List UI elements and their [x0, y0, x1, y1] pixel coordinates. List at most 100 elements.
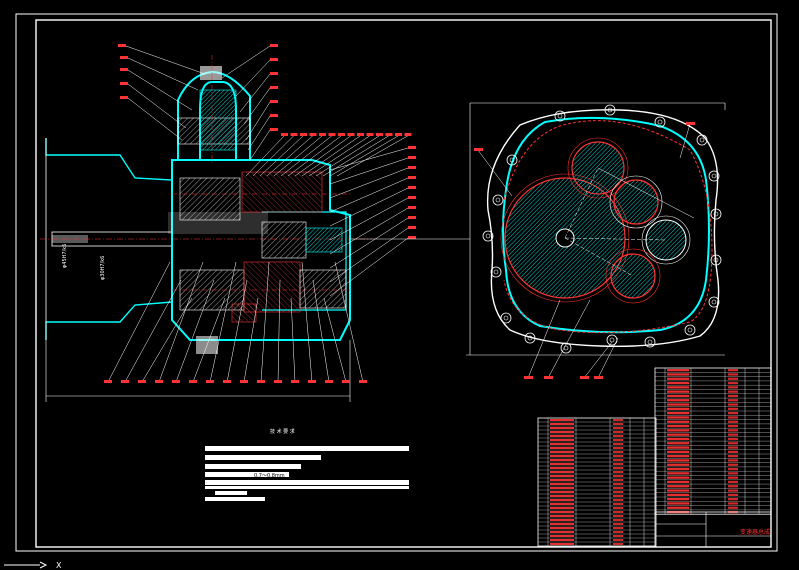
table-cell-text [728, 369, 738, 372]
leader-line [323, 297, 347, 383]
part-number-tag [291, 380, 299, 383]
leader-line [127, 83, 187, 129]
table-cell-text [728, 506, 738, 509]
table-cell-text [613, 463, 623, 465]
part-number-tag [118, 44, 126, 47]
table-cell-text [728, 472, 738, 475]
part-number-tag [257, 380, 265, 383]
part-number-tag [376, 133, 383, 136]
table-cell-text [728, 424, 738, 428]
bolt-lug [492, 194, 504, 206]
table-cell-text [728, 412, 738, 415]
table-cell-text [550, 527, 574, 529]
leader-line [158, 261, 204, 383]
table-cell-text [667, 424, 689, 428]
bolt-lug [524, 332, 536, 344]
table-cell-text [667, 369, 689, 372]
table-cell-text [667, 403, 689, 406]
table-cell-text [728, 455, 738, 458]
table-cell-text [613, 523, 623, 525]
table-cell-text [667, 433, 689, 436]
leader-line [247, 115, 271, 151]
leader-line [235, 59, 271, 97]
table-cell-text [613, 527, 623, 529]
parts-list: 变速器总成 [537, 367, 772, 548]
leader-line [312, 279, 330, 383]
table-cell-text [667, 459, 689, 462]
part-number-tag [274, 380, 282, 383]
bolt-hole [503, 315, 509, 321]
leader-line [259, 135, 304, 177]
leader-line [329, 187, 409, 227]
gear-train-section [168, 55, 350, 354]
leader-line [477, 149, 513, 197]
bolt-hole [687, 327, 693, 333]
flange-bolt-holes [482, 104, 722, 354]
leader-line [226, 279, 248, 383]
table-cell-text [667, 429, 689, 432]
part-leader-lines [104, 44, 416, 383]
table-cell-text [613, 507, 623, 509]
table-cell-text [550, 475, 574, 477]
table-cell-text [728, 498, 738, 501]
part-number-tag [120, 96, 128, 99]
table-cell-text [667, 493, 689, 496]
table-cell-text [550, 503, 574, 505]
part-number-tag [686, 122, 695, 125]
table-cell-text [667, 394, 689, 398]
leader-line [245, 101, 271, 141]
table-cell-text [667, 485, 689, 488]
table-cell-text [667, 480, 689, 484]
part-number-tag [342, 380, 350, 383]
table-cell-text [728, 442, 738, 445]
bolt-lug [490, 266, 502, 278]
table-cell-text [613, 511, 623, 513]
bolt-hole [527, 335, 533, 341]
bolt-hole [509, 157, 515, 163]
bolt-hole [607, 107, 613, 113]
part-number-tag [408, 156, 416, 159]
table-cell-text [550, 495, 574, 497]
table-cell-text [550, 431, 574, 433]
leader-line [107, 261, 171, 383]
bolt-lug [708, 296, 720, 308]
table-cell-text [613, 503, 623, 505]
bolt-lug [654, 116, 666, 128]
part-number-tag [120, 82, 128, 85]
table-cell-text [550, 455, 574, 457]
table-cell-text [550, 487, 574, 489]
table-cell-text [550, 439, 574, 441]
bolt-hole [563, 345, 569, 351]
axis-x-label: X [56, 561, 62, 570]
end-view-gears [500, 137, 695, 304]
bolt-lug [500, 312, 512, 324]
leader-line [266, 135, 313, 177]
table-cell-text [667, 476, 689, 479]
title-block-drawing-name: 变速器总成 [740, 528, 770, 536]
table-cell-text [613, 467, 623, 469]
bolt-hole [557, 113, 563, 119]
leader-line [287, 135, 342, 177]
table-cell-text [613, 455, 623, 457]
bolt-hole [699, 137, 705, 143]
leader-line [336, 135, 408, 177]
part-number-tag [395, 133, 402, 136]
part-number-tag [138, 380, 146, 383]
table-cell-text [667, 416, 689, 419]
table-cell-text [667, 407, 689, 410]
table-cell-text [550, 491, 574, 493]
title-block: 变速器总成 [654, 511, 772, 548]
part-number-tag [357, 133, 364, 136]
table-cell-text [728, 386, 738, 389]
bolt-hole [495, 197, 501, 203]
leader-line [209, 261, 237, 383]
bolt-hole [711, 173, 717, 179]
table-cell-text [613, 479, 623, 481]
table-cell-text [613, 535, 623, 537]
table-cell-text [667, 437, 689, 441]
table-cell-text [550, 427, 574, 429]
leader-line [329, 207, 409, 255]
table-cell-text [550, 511, 574, 513]
bolt-lug [708, 170, 720, 182]
table-cell-text [613, 427, 623, 429]
